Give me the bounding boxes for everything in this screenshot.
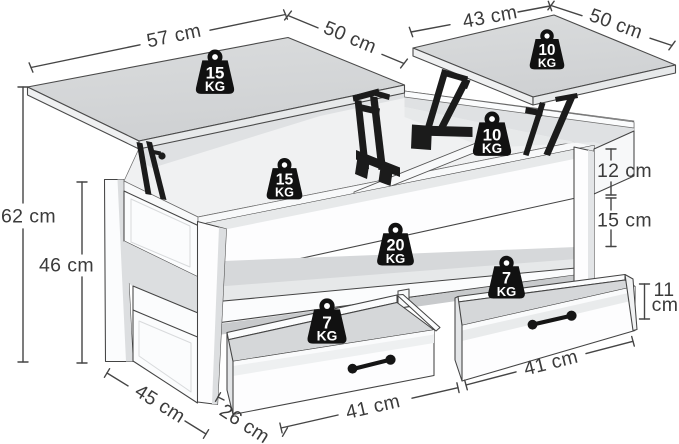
svg-text:46 cm: 46 cm — [39, 255, 94, 277]
svg-text:7: 7 — [322, 312, 332, 332]
svg-text:50 cm: 50 cm — [320, 17, 379, 58]
svg-text:12 cm: 12 cm — [597, 160, 652, 182]
svg-text:KG: KG — [482, 141, 502, 156]
svg-text:KG: KG — [275, 186, 294, 200]
svg-text:62 cm: 62 cm — [1, 206, 56, 228]
svg-text:20: 20 — [386, 237, 404, 255]
svg-text:57 cm: 57 cm — [145, 20, 203, 53]
svg-text:KG: KG — [317, 329, 338, 344]
svg-text:15: 15 — [206, 64, 225, 83]
svg-text:KG: KG — [497, 284, 517, 299]
svg-text:10: 10 — [483, 126, 502, 145]
svg-text:KG: KG — [205, 79, 225, 94]
svg-text:KG: KG — [386, 251, 406, 266]
svg-text:KG: KG — [538, 56, 556, 70]
svg-text:7: 7 — [502, 270, 511, 288]
svg-text:41 cm: 41 cm — [344, 390, 403, 424]
svg-text:cm: cm — [652, 294, 679, 316]
svg-text:15: 15 — [276, 172, 294, 189]
svg-text:15 cm: 15 cm — [597, 210, 652, 232]
svg-text:11: 11 — [653, 279, 674, 301]
svg-text:10: 10 — [539, 42, 556, 59]
